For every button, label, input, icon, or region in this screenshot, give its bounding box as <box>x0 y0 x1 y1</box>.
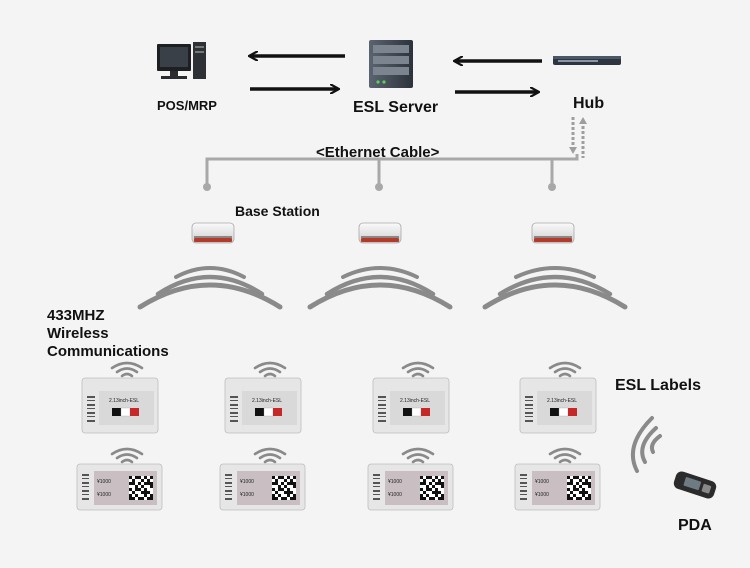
qr-code-icon <box>420 476 444 500</box>
pda-signal-icon <box>631 416 662 473</box>
desktop-computer-icon <box>157 42 206 79</box>
esl-price-text: ¥1000 <box>535 479 549 485</box>
esl-server-label: ESL Server <box>353 99 438 116</box>
router-icon <box>191 222 235 244</box>
esl-tag: ¥1000 ¥1000 <box>219 463 306 511</box>
pos-mrp-label: POS/MRP <box>157 98 217 113</box>
esl-tag: ¥1000 ¥1000 <box>367 463 454 511</box>
esl-price-text: ¥1000 <box>240 479 254 485</box>
handheld-scanner-icon <box>673 471 717 499</box>
wifi-icon <box>110 447 144 464</box>
esl-tag-title: 2.13inch-ESL <box>547 398 577 404</box>
ethernet-cable-label: <Ethernet Cable> <box>316 144 440 161</box>
esl-tag-title: 2.13inch-ESL <box>109 398 139 404</box>
pda-label: PDA <box>678 517 712 534</box>
esl-price-text: ¥1000 <box>388 479 402 485</box>
wifi-icon <box>401 361 435 378</box>
esl-labels-label: ESL Labels <box>615 377 701 394</box>
wireless-label-line3: Communications <box>47 343 169 360</box>
hub-uplink-arrows <box>569 117 587 158</box>
esl-tag: 2.13inch-ESL <box>81 377 159 434</box>
esl-tag: ¥1000 ¥1000 <box>76 463 163 511</box>
qr-code-icon <box>129 476 153 500</box>
base-station-label: Base Station <box>235 203 320 219</box>
hub-label: Hub <box>573 95 604 112</box>
wireless-label-line1: 433MHZ <box>47 307 105 324</box>
esl-tag: 2.13inch-ESL <box>224 377 302 434</box>
esl-tag-grid: 2.13inch-ESL¥1000¥10002.13inch-ESL¥1000¥… <box>76 377 601 511</box>
router-icon <box>531 222 575 244</box>
qr-code-icon <box>272 476 296 500</box>
wifi-icon <box>548 361 582 378</box>
network-switch-icon <box>553 56 621 65</box>
esl-tag-title: 2.13inch-ESL <box>252 398 282 404</box>
esl-tag: ¥1000 ¥1000 <box>514 463 601 511</box>
data-flow-arrows <box>250 56 542 92</box>
esl-tag: 2.13inch-ESL <box>372 377 450 434</box>
wifi-icon <box>253 361 287 378</box>
esl-price-text: ¥1000 <box>388 492 402 498</box>
esl-wireless-icons <box>110 361 582 464</box>
wireless-signal-icon <box>137 266 283 310</box>
server-tower-icon <box>369 40 413 88</box>
wifi-icon <box>253 447 287 464</box>
wifi-icon <box>401 447 435 464</box>
esl-tag: 2.13inch-ESL <box>519 377 597 434</box>
esl-tag-title: 2.13inch-ESL <box>400 398 430 404</box>
wifi-icon <box>110 361 144 378</box>
esl-price-text: ¥1000 <box>535 492 549 498</box>
ethernet-cable <box>205 154 579 185</box>
esl-price-text: ¥1000 <box>97 479 111 485</box>
wireless-label-line2: Wireless <box>47 325 109 342</box>
router-icon <box>358 222 402 244</box>
esl-price-text: ¥1000 <box>97 492 111 498</box>
wireless-signal-icon <box>307 266 453 310</box>
wireless-signal-icon <box>482 266 628 310</box>
esl-price-text: ¥1000 <box>240 492 254 498</box>
cable-drop-nodes <box>203 183 556 191</box>
qr-code-icon <box>567 476 591 500</box>
wifi-icon <box>548 447 582 464</box>
